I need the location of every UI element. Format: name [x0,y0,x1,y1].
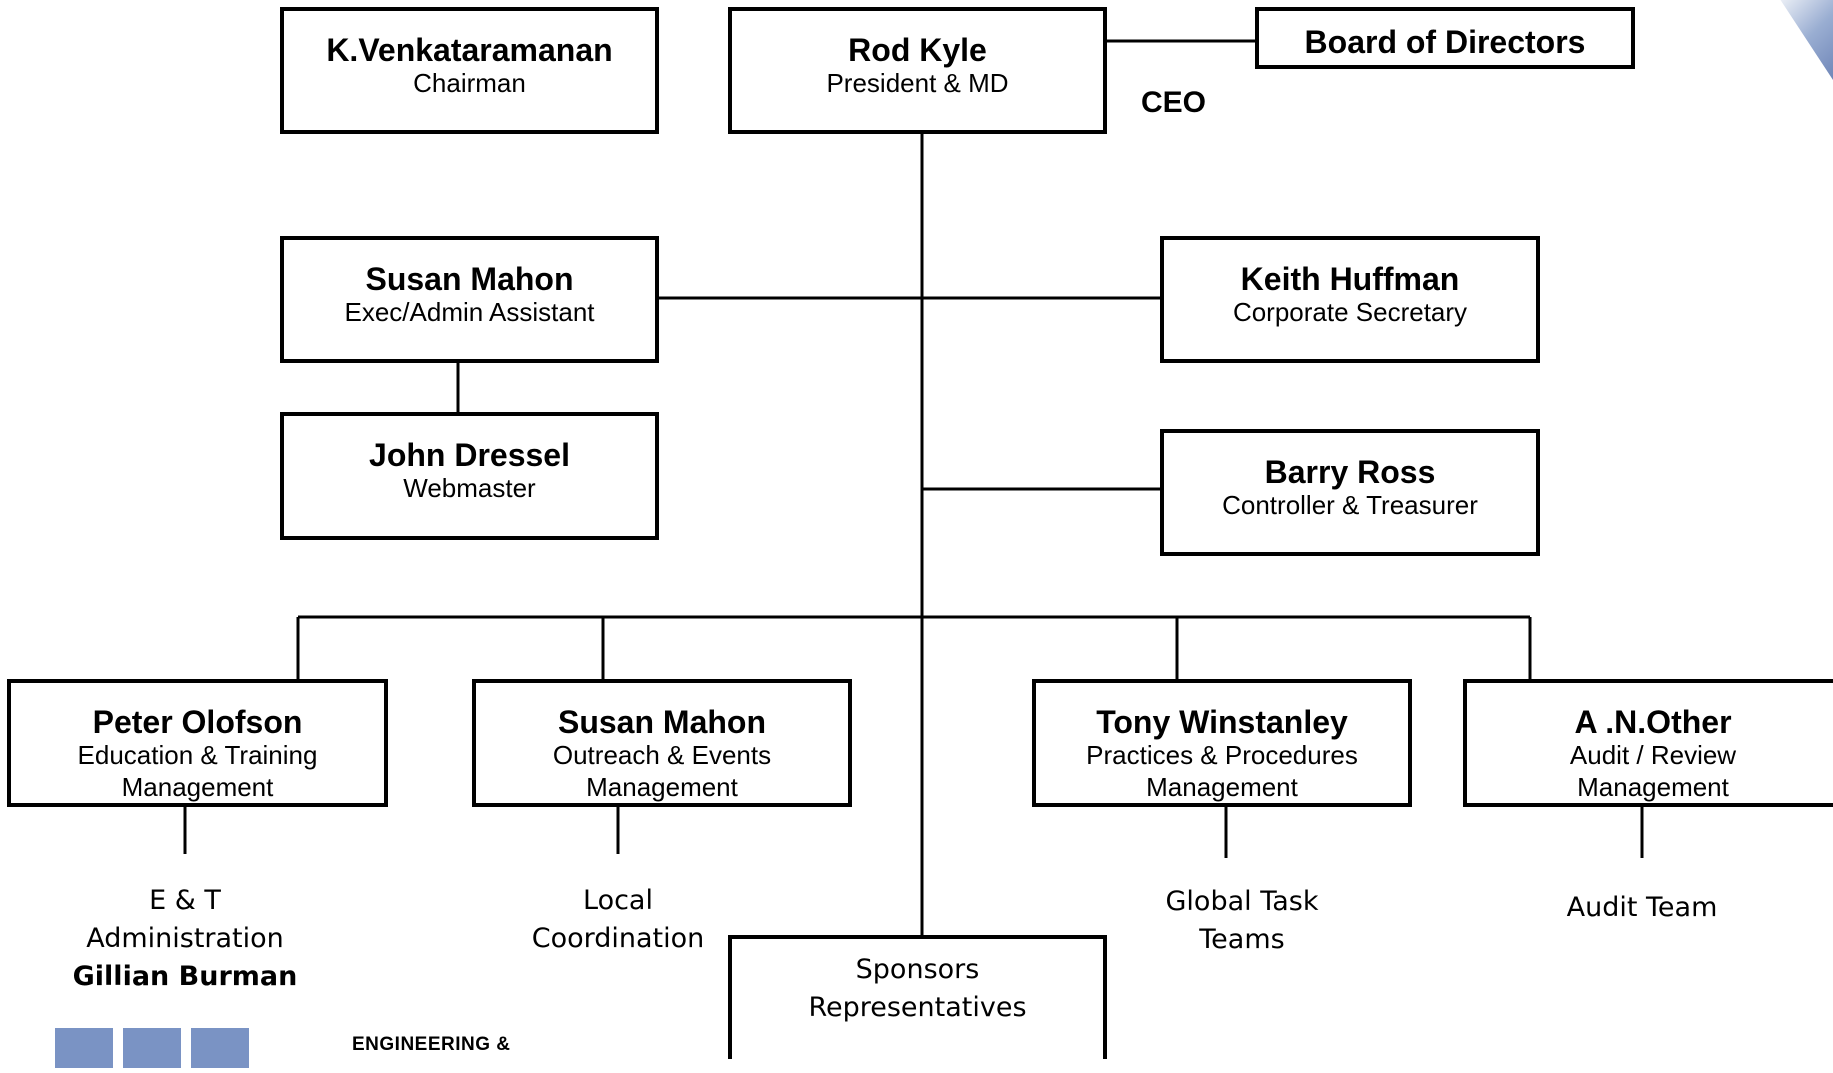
node-role: Controller & Treasurer [1222,490,1478,520]
node-name: Barry Ross [1264,454,1436,490]
node-role-line2: Management [1146,772,1298,802]
ceo-label: CEO [1141,86,1207,119]
node-name: Keith Huffman [1240,261,1460,297]
logo-graphic [55,1028,325,1068]
node-name: Tony Winstanley [1096,704,1348,740]
node-name: Rod Kyle [848,32,987,68]
node-role-line2: Management [1577,772,1729,802]
node-controller: Barry Ross Controller & Treasurer [1160,429,1540,556]
node-name: Susan Mahon [365,261,574,297]
node-chairman: K.Venkataramanan Chairman [280,7,659,134]
node-name: John Dressel [369,437,570,473]
node-role: Exec/Admin Assistant [344,297,595,327]
node-role: Corporate Secretary [1232,297,1468,327]
node-name: Peter Olofson [92,704,303,740]
sub-unit-local: Local Coordination [468,882,768,958]
node-role-line1: Audit / Review [1569,740,1737,770]
sub-unit-et-admin: E & T Administration Gillian Burman [35,882,335,996]
node-name: K.Venkataramanan [326,32,613,68]
sub-unit-line1: E & T [149,885,221,916]
sub-unit-line2: Teams [1199,924,1285,955]
logo-text: ENGINEERING & [352,1034,511,1055]
node-president: Rod Kyle President & MD [728,7,1107,134]
node-sponsors: Sponsors Representatives [728,935,1107,1059]
sub-unit-line1: Audit Team [1566,892,1718,923]
node-role-line2: Management [121,772,274,802]
node-webmaster: John Dressel Webmaster [280,412,659,540]
sponsor-line2: Representatives [808,992,1027,1023]
node-name: A .N.Other [1574,704,1732,740]
node-exec-admin: Susan Mahon Exec/Admin Assistant [280,236,659,363]
sub-unit-person: Gillian Burman [72,961,298,992]
node-role-line1: Practices & Procedures [1086,740,1358,770]
node-name: Susan Mahon [557,704,766,740]
sub-unit-line2: Coordination [531,923,705,954]
node-practices: Tony Winstanley Practices & Procedures M… [1032,679,1412,807]
node-role: Chairman [413,68,526,98]
node-education: Peter Olofson Education & Training Manag… [7,679,388,807]
sponsor-line1: Sponsors [855,954,980,985]
sub-unit-audit-team: Audit Team [1492,889,1792,927]
node-role: Webmaster [403,473,536,503]
node-role-line1: Outreach & Events [552,740,772,770]
sub-unit-line1: Local [583,885,653,916]
sub-unit-global-task: Global Task Teams [1092,883,1392,959]
node-outreach: Susan Mahon Outreach & Events Management [472,679,852,807]
node-role: President & MD [826,68,1009,98]
node-secretary: Keith Huffman Corporate Secretary [1160,236,1540,363]
node-name: Board of Directors [1304,24,1586,60]
node-role-line2: Management [586,772,738,802]
node-role-line1: Education & Training [77,740,318,770]
node-board: Board of Directors [1255,7,1635,69]
node-audit: A .N.Other Audit / Review Management [1463,679,1833,807]
sub-unit-line1: Global Task [1165,886,1319,917]
sub-unit-line2: Administration [86,923,284,954]
